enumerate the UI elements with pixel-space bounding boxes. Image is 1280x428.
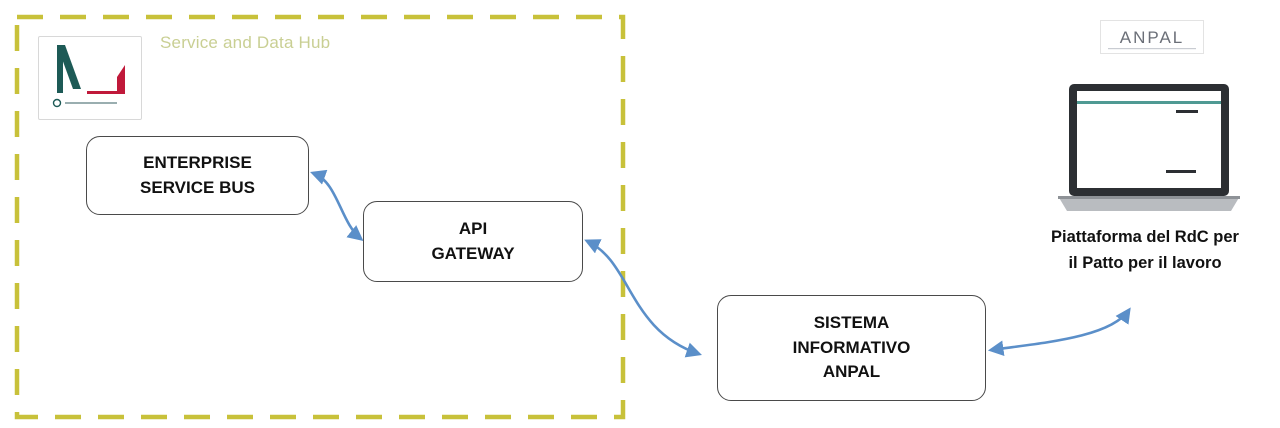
- connector-esb-api: [310, 169, 364, 241]
- service-hub-boundary: [14, 14, 626, 420]
- anpal-logo-icon: ANPAL: [1100, 20, 1204, 54]
- ministry-logo: [38, 36, 142, 120]
- hub-label: Service and Data Hub: [160, 33, 331, 52]
- enterprise-service-bus-box: ENTERPRISE SERVICE BUS: [86, 136, 309, 215]
- connector-api-sistema: [584, 239, 702, 358]
- anpal-logo: ANPAL: [1100, 20, 1204, 54]
- ministry-logo-icon: [52, 45, 125, 108]
- api-gateway-box: API GATEWAY: [363, 201, 583, 282]
- platform-caption: Piattaforma del RdC per il Patto per il …: [1051, 228, 1239, 272]
- svg-text:ANPAL: ANPAL: [1120, 28, 1185, 47]
- sistema-informativo-anpal-box: SISTEMA INFORMATIVO ANPAL: [717, 295, 986, 401]
- connector-sistema-platform: [987, 307, 1131, 356]
